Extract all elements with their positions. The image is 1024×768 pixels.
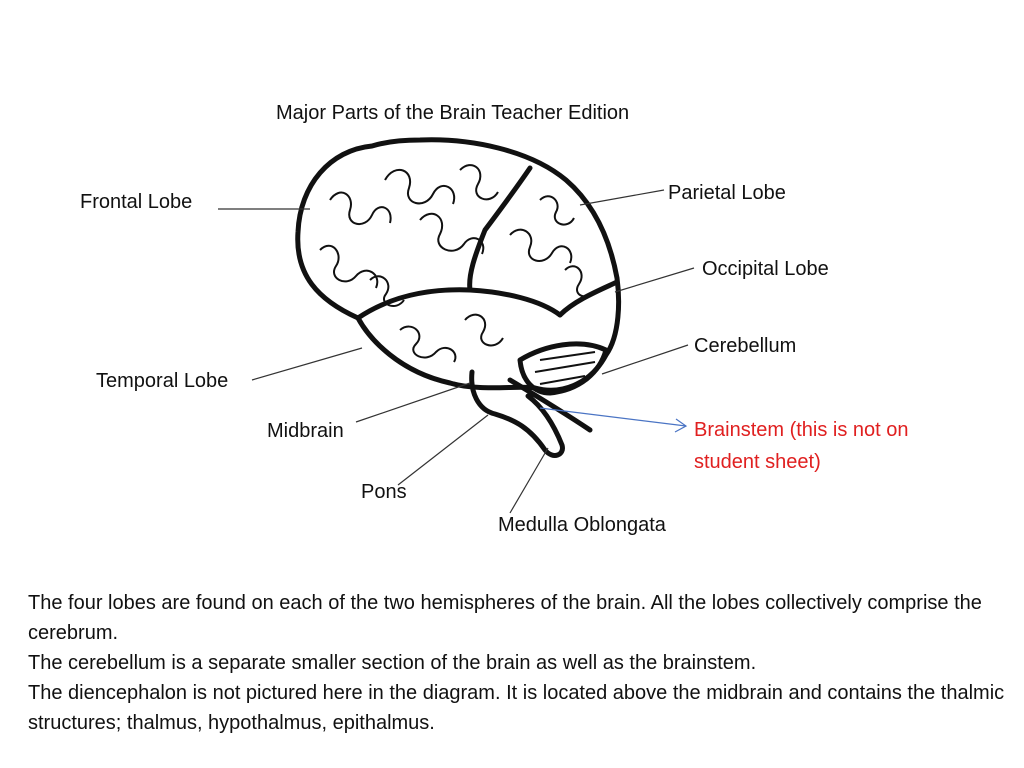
label-temporal-lobe: Temporal Lobe	[96, 370, 229, 392]
note-cerebellum: The cerebellum is a separate smaller sec…	[28, 652, 757, 674]
note-diencephalon: The diencephalon is not pictured here in…	[28, 682, 1005, 734]
gyri-texture	[319, 164, 598, 385]
label-midbrain: Midbrain	[267, 420, 344, 442]
midbrain-leader	[355, 382, 471, 423]
occipital-leader	[614, 267, 695, 293]
pons-leader	[397, 414, 489, 486]
brainstem-outline	[469, 369, 593, 458]
parietal-boundary	[467, 165, 533, 293]
temporal-leader	[251, 347, 363, 381]
label-parietal-lobe: Parietal Lobe	[668, 182, 786, 204]
temporal-boundary	[355, 287, 563, 321]
leader-lines	[218, 189, 695, 514]
label-cerebellum: Cerebellum	[694, 335, 797, 357]
brain-diagram	[218, 137, 695, 514]
diagram-title: Major Parts of the Brain Teacher Edition	[276, 102, 630, 124]
parietal-leader	[579, 189, 665, 206]
cerebellum-leader	[601, 344, 689, 375]
brain-illustration	[295, 137, 622, 458]
explanation-notes: The four lobes are found on each of the …	[28, 588, 1008, 738]
cerebellum-outline	[517, 341, 609, 396]
occipital-boundary	[557, 279, 620, 318]
label-brainstem: Brainstem (this is not on student sheet)	[694, 419, 909, 473]
label-medulla-oblongata: Medulla Oblongata	[498, 514, 666, 536]
brainstem-arrow	[539, 407, 688, 433]
note-lobes: The four lobes are found on each of the …	[28, 592, 982, 644]
label-occipital-lobe: Occipital Lobe	[702, 258, 829, 280]
label-frontal-lobe: Frontal Lobe	[80, 191, 193, 213]
label-pons: Pons	[361, 481, 407, 503]
medulla-leader	[509, 447, 549, 514]
